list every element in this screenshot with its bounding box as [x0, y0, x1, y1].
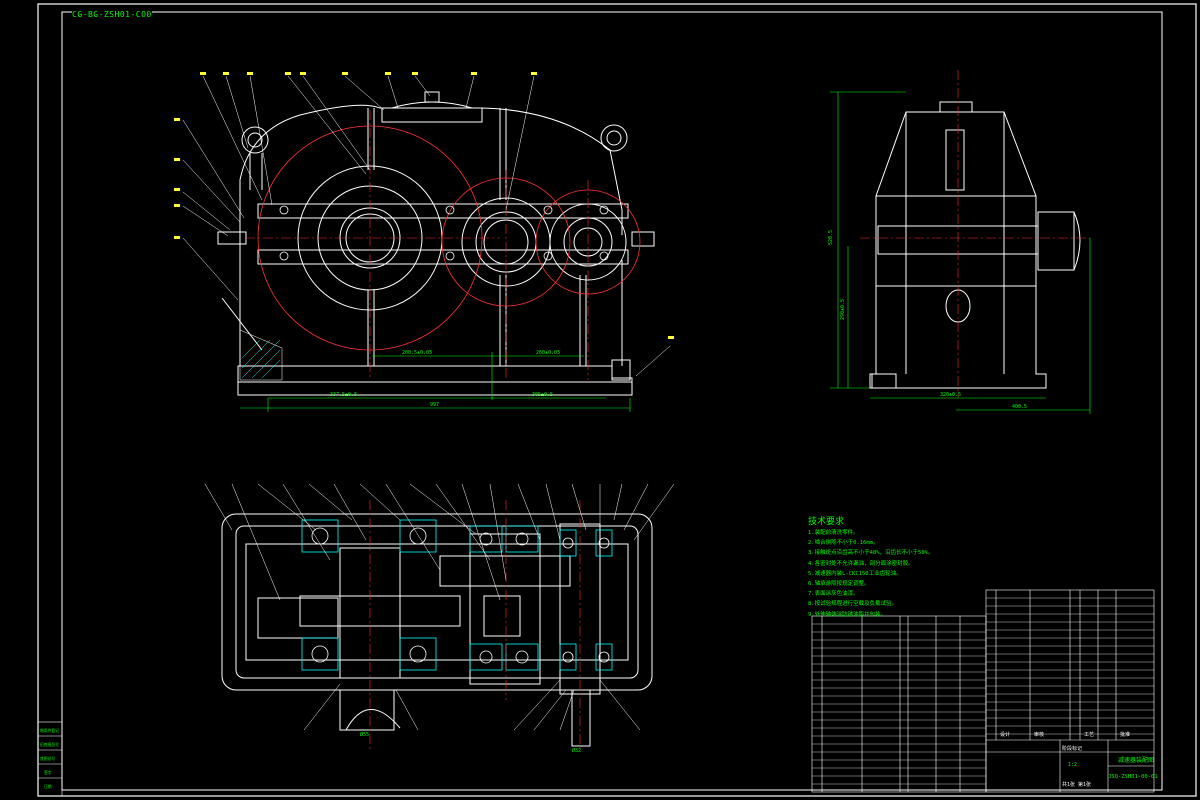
front-bolts	[279, 205, 609, 261]
front-dimension-lines	[240, 352, 631, 412]
tech-requirement-item: 9.外伸轴端涂防锈油脂并包装。	[808, 611, 887, 618]
outer-frame	[37, 3, 1197, 797]
dim-front-center-right: 260±0.05	[536, 350, 560, 356]
dim-front-center-left: 200.5±0.05	[402, 350, 432, 356]
tech-requirement-item: 6.轴承游隙按规定调整。	[808, 581, 870, 588]
front-balloon-ticks	[174, 72, 674, 339]
dim-side-width: 320±0.5	[940, 392, 961, 398]
plan-bearing-balls	[311, 527, 610, 664]
title-role-review: 审核	[1034, 731, 1044, 738]
front-center-lines	[245, 110, 589, 380]
dim-front-right: 305±0.5	[532, 392, 553, 398]
tech-requirement-item: 3.接触斑点沿齿高不小于40%，沿齿长不小于50%。	[808, 550, 934, 557]
tech-requirement-item: 5.减速器内装L-CKC150工业齿轮油。	[808, 570, 902, 577]
title-stage: 阶段标记	[1062, 745, 1082, 752]
side-stamp-2: 旧底图总号	[40, 742, 59, 747]
side-stamp-5: 日期	[44, 784, 52, 789]
inner-frame	[61, 11, 1163, 791]
plan-bearings	[301, 519, 613, 671]
tech-requirements-list: 1.装配前清洗零件。 2.啮合侧隙不小于0.16mm。 3.接触斑点沿齿高不小于…	[808, 528, 983, 620]
side-stamp-box	[37, 721, 63, 797]
title-sheet: 共1张 第1张	[1062, 781, 1091, 788]
dim-plan-output: Ø55	[360, 731, 369, 738]
side-stamp-1: 借用件登记	[40, 728, 59, 733]
title-block	[985, 589, 1155, 793]
title-block-rows	[986, 597, 1154, 735]
side-stamp-3: 底图总号	[40, 756, 55, 761]
parts-list-rows	[812, 623, 986, 785]
tech-requirement-item: 7.表面涂灰色油漆。	[808, 591, 859, 598]
dim-plan-input: Ø32	[572, 747, 581, 754]
title-role-approve: 批准	[1120, 731, 1130, 738]
lifting-eye-left	[241, 126, 269, 154]
title-role-process: 工艺	[1084, 732, 1094, 738]
dim-side-height: 520.5	[828, 230, 834, 245]
tech-requirement-item: 8.按试验规程进行空载及负载试验。	[808, 601, 898, 608]
tech-requirement-item: 4.各密封处不允许漏油，剖分面涂密封胶。	[808, 560, 914, 567]
inspection-cover	[381, 107, 483, 123]
drawing-number: JSQ-ZSH01-00-01	[1108, 774, 1158, 780]
tech-requirements-title: 技术要求	[808, 517, 845, 527]
dim-side-total: 400.5	[1012, 404, 1027, 410]
dim-side-center: 290±0.5	[840, 299, 846, 320]
scale-value: 1:2	[1068, 762, 1077, 768]
plan-leaders	[204, 483, 675, 731]
dim-front-left: 337.5±0.5	[330, 392, 357, 398]
dim-front-overall: 997	[430, 402, 439, 408]
plan-center-lines	[369, 500, 581, 750]
plan-view	[221, 513, 653, 747]
tech-requirement-item: 2.啮合侧隙不小于0.16mm。	[808, 540, 879, 547]
title-role-design: 设计	[1000, 731, 1010, 738]
side-stamp-4: 签字	[44, 770, 52, 775]
side-dimension-lines	[830, 91, 1091, 414]
drawing-stamp-code: CG-BG-ZSH01-CO0	[72, 10, 152, 19]
oil-sump-hatch	[239, 329, 283, 381]
lifting-eye-right	[600, 124, 628, 152]
front-view	[217, 91, 655, 396]
tech-requirement-item: 1.装配前清洗零件。	[808, 530, 859, 536]
front-leaders	[182, 75, 671, 377]
side-view	[860, 70, 1090, 398]
title-name: 减速器装配图	[1118, 756, 1154, 764]
